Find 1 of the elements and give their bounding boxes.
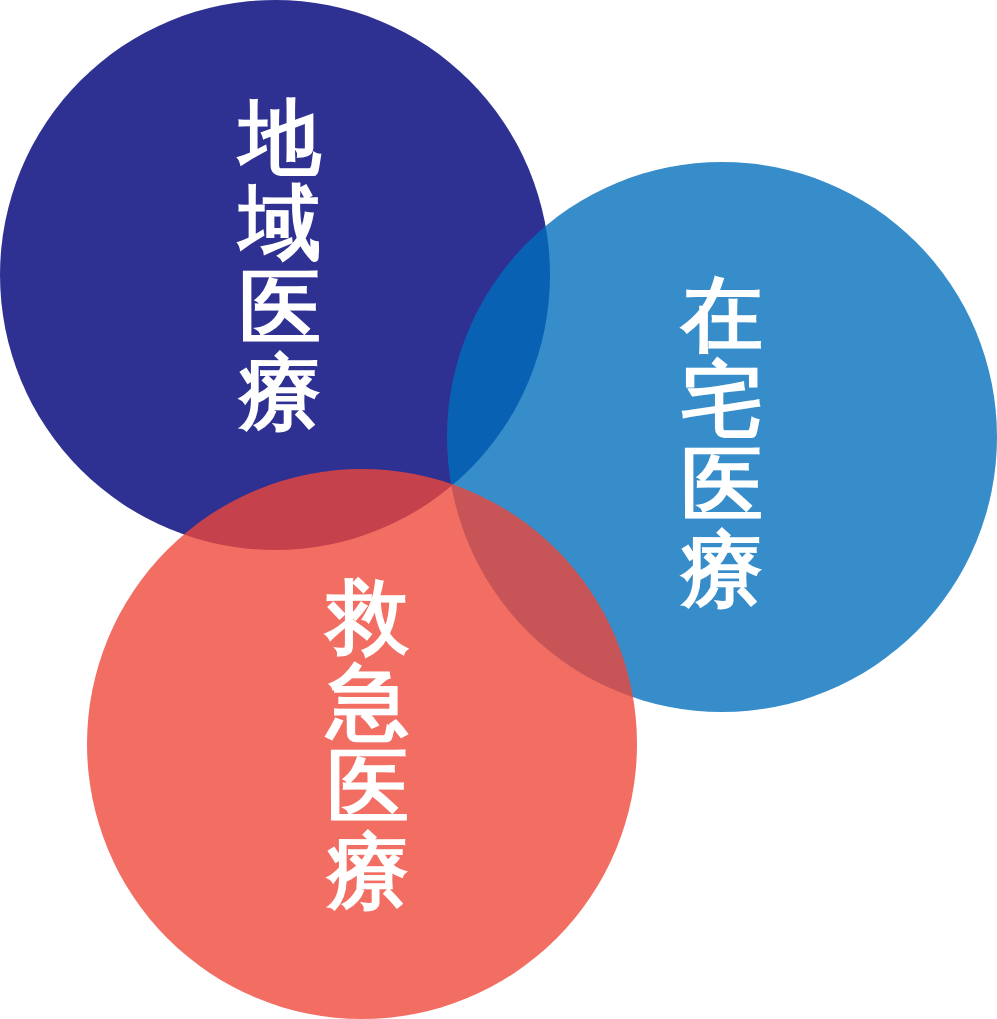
circle-label: 在宅医療 <box>681 272 763 612</box>
